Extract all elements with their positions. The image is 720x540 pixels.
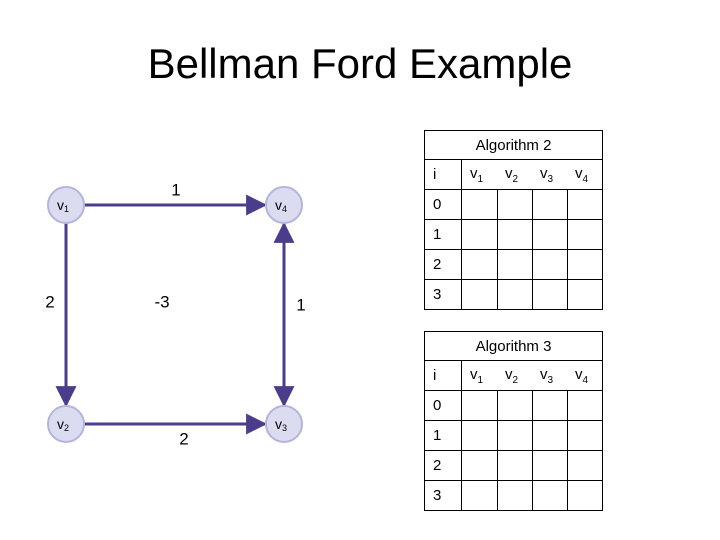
table-cell <box>496 279 533 310</box>
table-cell <box>531 480 568 511</box>
table-cell <box>461 189 498 220</box>
header-v3: v3 <box>532 159 567 190</box>
table-algorithm-3: Algorithm 3 i v1 v2 v3 v4 0 1 2 3 <box>424 331 603 511</box>
header-v2: v2 <box>497 159 532 190</box>
edge-weight-v1-v4: 1 <box>171 180 180 199</box>
graph-diagram: v1 v4 v2 v3 1 2 -3 1 2 <box>45 180 305 448</box>
table-row: 1 <box>424 219 603 250</box>
table-cell <box>461 249 498 280</box>
header-v4: v4 <box>567 159 603 190</box>
table-cell <box>461 450 498 481</box>
row-label: 1 <box>424 219 462 250</box>
table-cell <box>496 249 533 280</box>
row-label: 0 <box>424 189 462 220</box>
table-cell <box>496 219 533 250</box>
node-v2 <box>47 405 85 443</box>
node-label-v3: v3 <box>275 416 287 434</box>
table-cell <box>566 450 603 481</box>
row-label: 0 <box>424 390 462 421</box>
table-cell <box>531 219 568 250</box>
table-header-row: i v1 v2 v3 v4 <box>424 159 603 190</box>
table-caption: Algorithm 2 <box>424 130 603 160</box>
table-row: 3 <box>424 480 603 511</box>
row-label: 2 <box>424 450 462 481</box>
header-v2: v2 <box>497 360 532 391</box>
table-row: 2 <box>424 450 603 481</box>
slide-title: Bellman Ford Example <box>147 40 573 87</box>
table-cell <box>531 450 568 481</box>
table-cell <box>461 279 498 310</box>
table-cell <box>496 420 533 451</box>
edge-weight-v3-v4: -3 <box>154 292 169 311</box>
edge-weight-v2-v3: 2 <box>179 429 188 448</box>
table-row: 2 <box>424 249 603 280</box>
node-label-v1: v1 <box>57 197 69 215</box>
table-caption: Algorithm 3 <box>424 331 603 361</box>
header-v4: v4 <box>567 360 603 391</box>
table-cell <box>566 249 603 280</box>
table-cell <box>566 219 603 250</box>
row-label: 2 <box>424 249 462 280</box>
table-cell <box>566 480 603 511</box>
table-cell <box>566 420 603 451</box>
edge-weight-v4-v3: 1 <box>296 295 305 314</box>
table-cell <box>496 189 533 220</box>
table-row: 1 <box>424 420 603 451</box>
row-label: 1 <box>424 420 462 451</box>
table-cell <box>531 420 568 451</box>
node-label-v2: v2 <box>57 416 69 434</box>
row-label: 3 <box>424 279 462 310</box>
table-cell <box>566 390 603 421</box>
table-cell <box>496 390 533 421</box>
table-cell <box>496 480 533 511</box>
table-row: 0 <box>424 189 603 220</box>
table-cell <box>531 390 568 421</box>
table-cell <box>461 219 498 250</box>
edge-weight-v1-v2: 2 <box>45 292 54 311</box>
node-label-v4: v4 <box>275 197 287 215</box>
table-row: 0 <box>424 390 603 421</box>
header-v1: v1 <box>461 360 497 391</box>
table-algorithm-2: Algorithm 2 i v1 v2 v3 v4 0 1 2 3 <box>424 130 603 310</box>
node-v1 <box>47 186 85 224</box>
table-cell <box>531 279 568 310</box>
table-cell <box>566 189 603 220</box>
header-i: i <box>424 360 462 391</box>
header-v3: v3 <box>532 360 567 391</box>
header-v1: v1 <box>461 159 497 190</box>
table-cell <box>566 279 603 310</box>
table-cell <box>496 450 533 481</box>
table-header-row: i v1 v2 v3 v4 <box>424 360 603 391</box>
table-cell <box>461 390 498 421</box>
row-label: 3 <box>424 480 462 511</box>
table-row: 3 <box>424 279 603 310</box>
node-v3 <box>265 405 303 443</box>
table-cell <box>461 480 498 511</box>
node-v4 <box>265 186 303 224</box>
header-i: i <box>424 159 462 190</box>
table-cell <box>461 420 498 451</box>
table-cell <box>531 249 568 280</box>
table-cell <box>531 189 568 220</box>
